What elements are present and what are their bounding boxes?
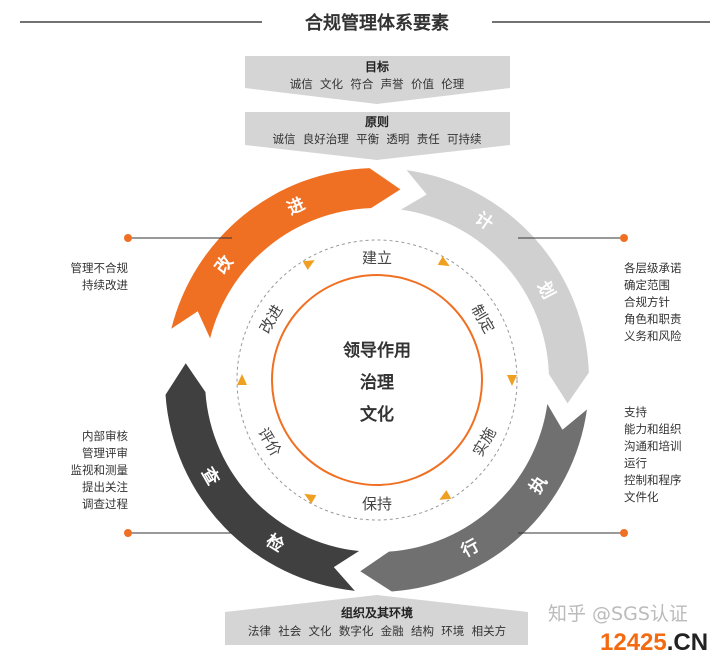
dashed-ring: [236, 239, 518, 521]
site-suffix: .CN: [666, 629, 709, 656]
plan-item: 确定范围: [624, 278, 670, 292]
check-item: 提出关注: [82, 480, 128, 494]
center-culture: 文化: [360, 404, 394, 425]
improve-item: 管理不合规: [70, 261, 129, 275]
site-name: 12425: [600, 629, 667, 656]
do-item: 文件化: [624, 490, 659, 504]
plan-list: 各层级承诺 确定范围 合规方针 角色和职责 义务和风险: [624, 260, 682, 345]
do-item: 沟通和培训: [624, 439, 682, 453]
cycle-arrow-do: [360, 403, 587, 592]
plan-item: 角色和职责: [624, 312, 682, 326]
plan-item: 各层级承诺: [624, 261, 682, 275]
flow-arrow-icon: [439, 490, 452, 500]
do-item: 运行: [624, 456, 647, 470]
improve-list: 管理不合规 持续改进: [62, 260, 129, 294]
check-list: 内部审核 管理评审 监视和测量 提出关注 调查过程: [60, 428, 129, 513]
center-leadership: 领导作用: [343, 340, 411, 361]
principles-banner: [245, 112, 510, 160]
inner-step: 评价: [254, 425, 285, 460]
plan-item: 合规方针: [624, 295, 670, 309]
cycle-label-improve: 进: [284, 194, 308, 219]
flow-arrow-icon: [507, 375, 517, 386]
principles-heading: 原则: [365, 115, 389, 129]
watermark-text: 知乎 @SGS认证: [548, 603, 688, 625]
diagram-title: 合规管理体系要素: [305, 12, 449, 34]
do-list: 支持 能力和组织 沟通和培训 运行 控制和程序 文件化: [624, 404, 682, 506]
check-item: 调查过程: [82, 497, 128, 511]
check-item: 内部审核: [82, 429, 128, 443]
center-circle: [271, 274, 483, 486]
flow-arrow-icon: [302, 260, 315, 270]
leader-lines: [124, 234, 628, 537]
principles-items: 诚信 良好治理 平衡 透明 责任 可持续: [272, 132, 481, 146]
do-item: 控制和程序: [624, 473, 682, 487]
inner-step: 制定: [467, 302, 498, 337]
cycle-arrow-plan: [400, 170, 589, 404]
check-item: 管理评审: [82, 446, 128, 460]
objectives-banner: [245, 56, 510, 104]
context-banner: [225, 595, 528, 645]
cycle-arrow-improve: [171, 168, 401, 339]
inner-step: 实施: [469, 425, 500, 460]
inner-step: 保持: [362, 495, 392, 513]
check-item: 监视和测量: [70, 463, 129, 477]
flow-arrow-icon: [437, 256, 450, 267]
site-watermark: 12425.CN: [600, 631, 708, 655]
flow-arrow-icon: [237, 374, 247, 385]
objectives-heading: 目标: [365, 59, 389, 74]
improve-item: 持续改进: [82, 278, 128, 292]
flow-arrow-icon: [304, 493, 317, 504]
context-heading: 组织及其环境: [341, 605, 413, 620]
center-governance: 治理: [360, 372, 394, 393]
context-items: 法律 社会 文化 数字化 金融 结构 环境 相关方: [248, 624, 506, 638]
inner-step: 改进: [256, 302, 287, 337]
plan-item: 义务和风险: [624, 329, 682, 343]
do-item: 能力和组织: [624, 422, 682, 436]
inner-step: 建立: [362, 249, 392, 267]
cycle-arrow-check: [165, 363, 360, 591]
do-item: 支持: [624, 405, 647, 419]
objectives-items: 诚信 文化 符合 声誉 价值 伦理: [290, 77, 465, 91]
